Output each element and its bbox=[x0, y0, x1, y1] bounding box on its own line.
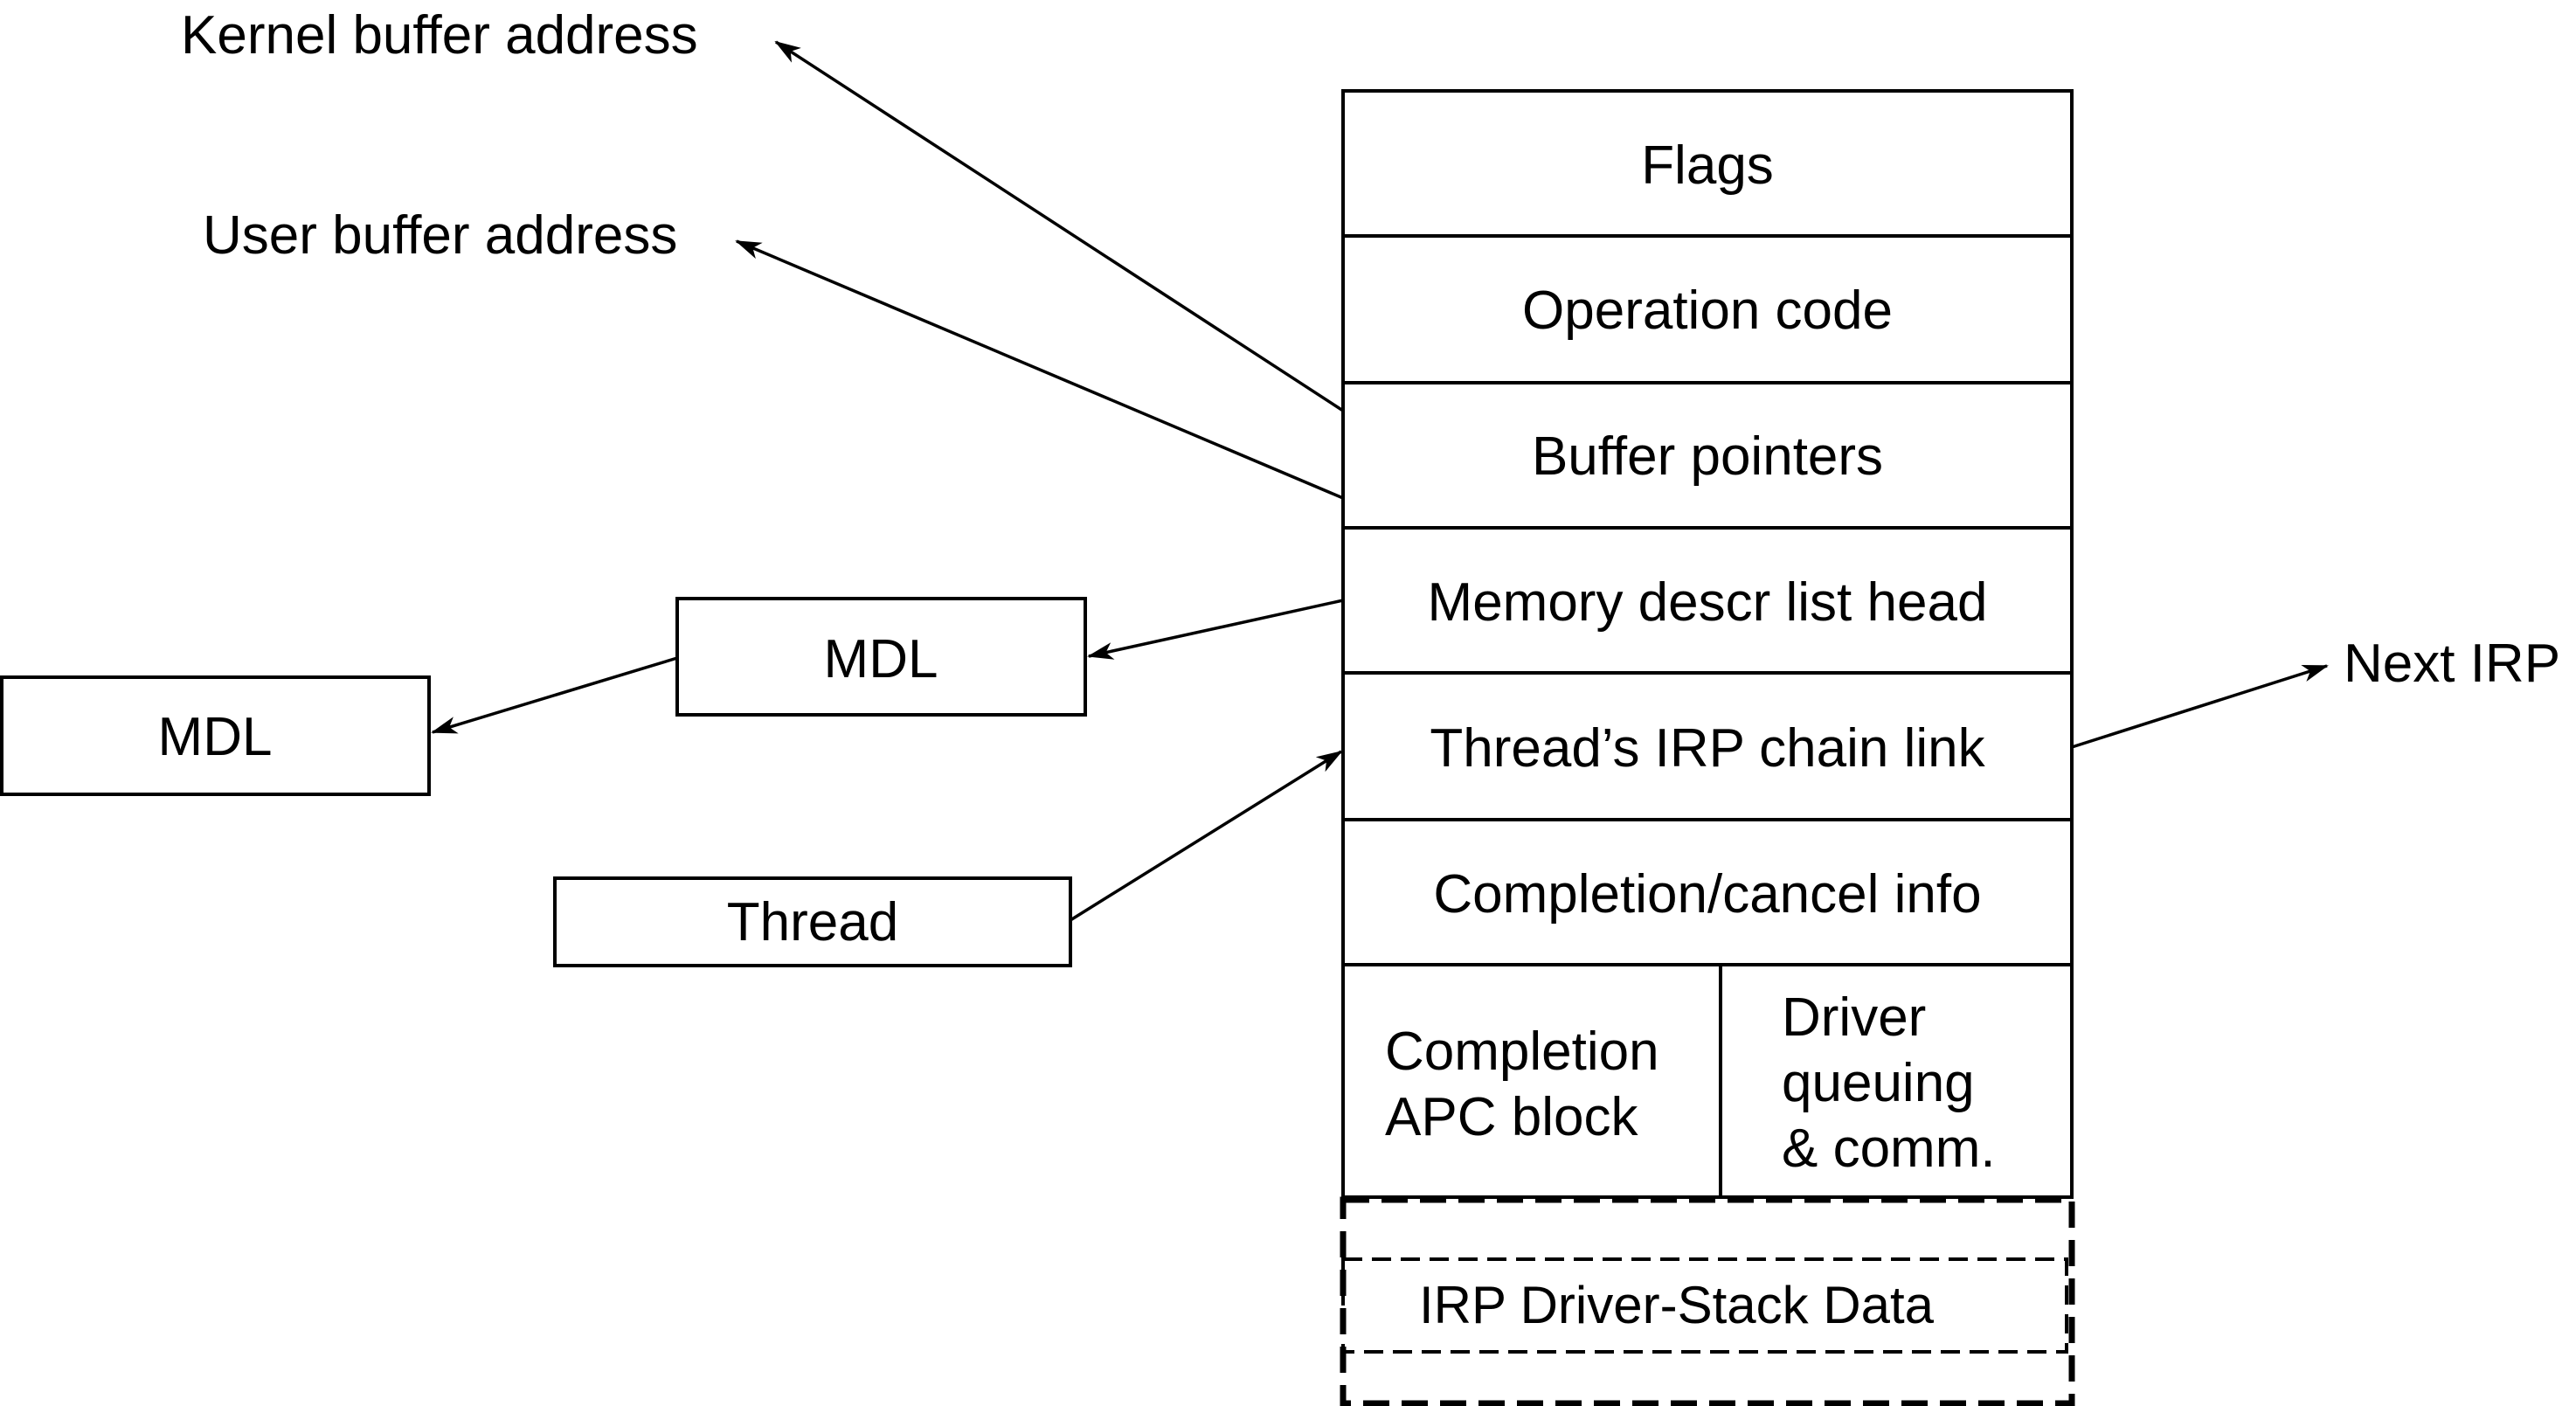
user-buffer-address-label: User buffer address bbox=[203, 205, 677, 266]
stack-data-region bbox=[1340, 1196, 2075, 1406]
field-driver-queuing bbox=[1719, 963, 2074, 1199]
field-flags bbox=[1341, 89, 2074, 238]
stack-data-entry bbox=[1341, 1257, 2068, 1354]
next-irp-label: Next IRP bbox=[2344, 634, 2560, 694]
arrow-thread-to-chain-link bbox=[1070, 750, 1343, 922]
field-buffer-pointers-label: Buffer pointers bbox=[1532, 426, 1883, 487]
field-driver-queuing-line-3: & comm. bbox=[1782, 1119, 1996, 1179]
field-operation-code bbox=[1341, 234, 2074, 384]
field-memory-descr-list-head bbox=[1341, 526, 2074, 675]
arrow-to-first-mdl bbox=[1087, 599, 1344, 660]
field-memory-descr-list-head-label: Memory descr list head bbox=[1428, 572, 1988, 633]
mdl-box-first-label: MDL bbox=[824, 629, 938, 689]
field-completion-apc-block-line-2: APC block bbox=[1385, 1087, 1638, 1147]
arrow-to-user-buffer bbox=[735, 239, 1344, 500]
field-completion-apc-block-label: Completion APC block bbox=[1385, 1022, 1674, 1147]
kernel-buffer-address-label: Kernel buffer address bbox=[181, 5, 698, 66]
field-completion-apc-block-line-1: Completion bbox=[1385, 1022, 1659, 1082]
field-completion-cancel-info-label: Completion/cancel info bbox=[1433, 864, 1981, 925]
arrow-to-next-irp bbox=[2071, 664, 2329, 749]
field-driver-queuing-line-1: Driver bbox=[1782, 987, 1926, 1048]
field-completion-apc-block bbox=[1341, 963, 1722, 1199]
stack-data-label: IRP Driver-Stack Data bbox=[1419, 1276, 1935, 1334]
field-flags-label: Flags bbox=[1641, 135, 1774, 196]
field-irp-chain-link-label: Thread’s IRP chain link bbox=[1430, 718, 1985, 779]
mdl-box-second bbox=[0, 675, 431, 796]
field-buffer-pointers bbox=[1341, 381, 2074, 530]
mdl-box-second-label: MDL bbox=[158, 707, 273, 767]
arrow-to-kernel-buffer bbox=[774, 40, 1344, 412]
thread-box-label: Thread bbox=[727, 892, 898, 952]
field-operation-code-label: Operation code bbox=[1522, 281, 1893, 341]
field-driver-queuing-line-2: queuing bbox=[1782, 1053, 1975, 1113]
field-driver-queuing-label: Driver queuing & comm. bbox=[1782, 987, 1996, 1179]
arrow-mdl-to-mdl bbox=[431, 656, 678, 734]
mdl-box-first bbox=[675, 597, 1087, 717]
thread-box bbox=[553, 876, 1072, 967]
irp-structure: Flags Operation code Buffer pointers Mem… bbox=[1340, 89, 2075, 1406]
field-completion-cancel-info bbox=[1341, 818, 2074, 966]
